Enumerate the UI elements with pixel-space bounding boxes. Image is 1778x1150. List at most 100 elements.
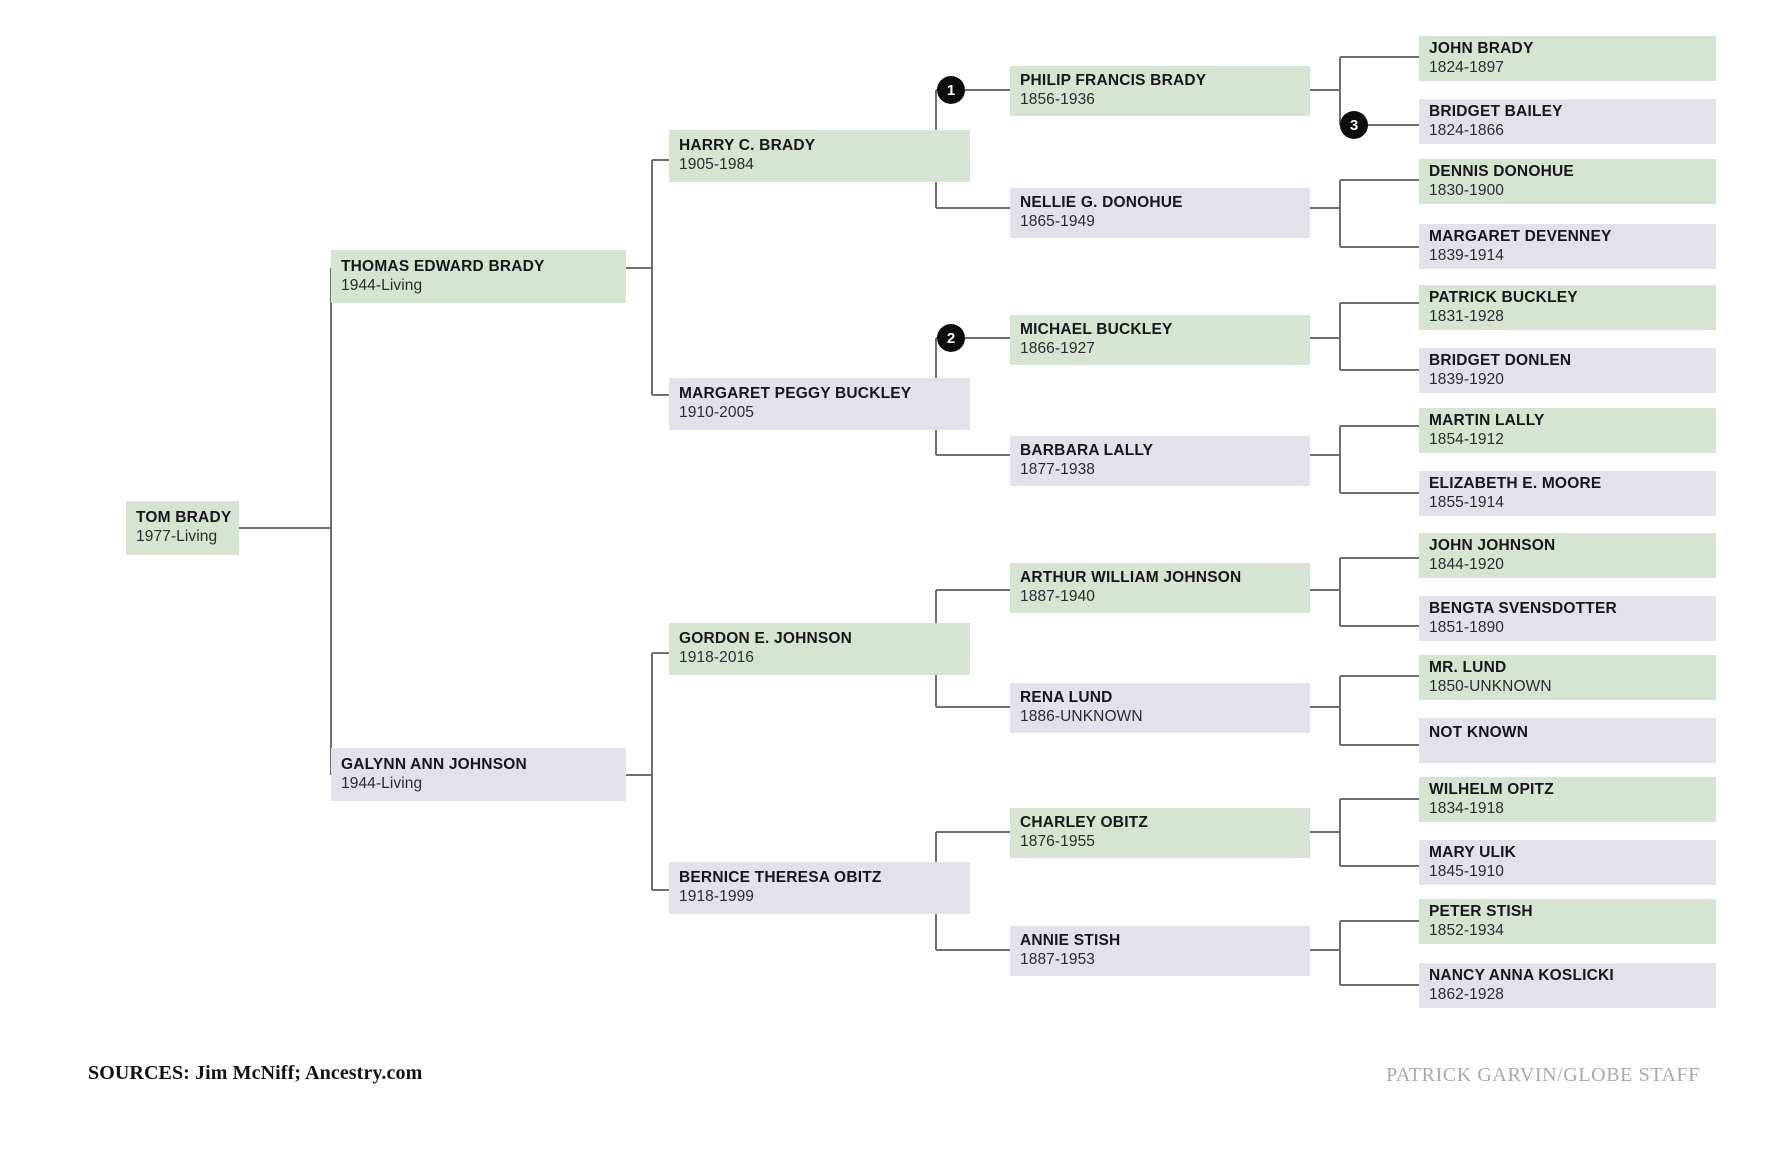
person-years: 1851-1890	[1429, 618, 1505, 636]
person-box-charley-obitz[interactable]: CHARLEY OBITZ 1876-1955	[1010, 808, 1310, 858]
footnote-badge-label: 2	[946, 329, 956, 347]
person-name: MICHAEL BUCKLEY	[1020, 321, 1173, 339]
person-name: NANCY ANNA KOSLICKI	[1429, 966, 1614, 984]
person-box-bernice-theresa-obitz[interactable]: BERNICE THERESA OBITZ 1918-1999	[669, 862, 970, 914]
person-years: 1831-1928	[1429, 307, 1505, 325]
person-years: 1856-1936	[1020, 91, 1096, 108]
person-box-bridget-bailey[interactable]: BRIDGET BAILEY 1824-1866	[1419, 99, 1716, 144]
person-name: BENGTA SVENSDOTTER	[1429, 599, 1617, 617]
person-years: 1845-1910	[1429, 862, 1505, 880]
person-years: 1855-1914	[1429, 493, 1505, 511]
person-box-nellie-g-donohue[interactable]: NELLIE G. DONOHUE 1865-1949	[1010, 188, 1310, 238]
person-box-mr-lund[interactable]: MR. LUND 1850-UNKNOWN	[1419, 655, 1716, 700]
person-years: 1824-1897	[1429, 58, 1505, 76]
person-years: 1877-1938	[1020, 461, 1096, 478]
person-name: BRIDGET DONLEN	[1429, 351, 1572, 369]
footnote-badge-label: 3	[1349, 116, 1359, 134]
person-years: 1839-1920	[1429, 370, 1505, 388]
person-name: JOHN BRADY	[1429, 39, 1534, 57]
person-years: 1886-UNKNOWN	[1020, 708, 1143, 725]
person-box-john-johnson[interactable]: JOHN JOHNSON 1844-1920	[1419, 533, 1716, 578]
person-box-martin-lally[interactable]: MARTIN LALLY 1854-1912	[1419, 408, 1716, 453]
person-name: RENA LUND	[1020, 689, 1113, 707]
person-years: 1824-1866	[1429, 121, 1505, 139]
person-years: 1944-Living	[341, 774, 423, 792]
person-years: 1866-1927	[1020, 340, 1096, 357]
person-name: JOHN JOHNSON	[1429, 536, 1556, 554]
person-name: WILHELM OPITZ	[1429, 780, 1554, 798]
person-box-wilhelm-opitz[interactable]: WILHELM OPITZ 1834-1918	[1419, 777, 1716, 822]
person-name: DENNIS DONOHUE	[1429, 162, 1574, 180]
footnote-badge-3[interactable]: 3	[1340, 111, 1368, 139]
person-box-harry-c-brady[interactable]: HARRY C. BRADY 1905-1984	[669, 130, 970, 182]
person-years: 1839-1914	[1429, 246, 1505, 264]
footnote-badge-1[interactable]: 1	[937, 76, 965, 104]
person-box-nancy-anna-koslicki[interactable]: NANCY ANNA KOSLICKI 1862-1928	[1419, 963, 1716, 1008]
person-box-mary-ulik[interactable]: MARY ULIK 1845-1910	[1419, 840, 1716, 885]
person-name: MARY ULIK	[1429, 843, 1517, 861]
footnote-badge-label: 1	[946, 81, 956, 99]
person-box-gordon-e-johnson[interactable]: GORDON E. JOHNSON 1918-2016	[669, 623, 970, 675]
person-name: ELIZABETH E. MOORE	[1429, 474, 1602, 492]
person-name: MARGARET PEGGY BUCKLEY	[679, 385, 912, 403]
person-name: THOMAS EDWARD BRADY	[341, 257, 545, 275]
person-name: NOT KNOWN	[1429, 724, 1529, 741]
person-box-philip-francis-brady[interactable]: PHILIP FRANCIS BRADY 1856-1936	[1010, 66, 1310, 116]
person-box-john-brady[interactable]: JOHN BRADY 1824-1897	[1419, 36, 1716, 81]
person-box-michael-buckley[interactable]: MICHAEL BUCKLEY 1866-1927	[1010, 315, 1310, 365]
person-name: HARRY C. BRADY	[679, 137, 816, 155]
person-box-elizabeth-e-moore[interactable]: ELIZABETH E. MOORE 1855-1914	[1419, 471, 1716, 516]
person-name: TOM BRADY	[136, 509, 232, 527]
person-name: BRIDGET BAILEY	[1429, 102, 1563, 120]
person-years: 1844-1920	[1429, 555, 1505, 573]
person-box-not-known[interactable]: NOT KNOWN	[1419, 718, 1716, 763]
person-years: 1944-Living	[341, 276, 423, 294]
person-years: 1887-1940	[1020, 588, 1096, 605]
person-name: GORDON E. JOHNSON	[679, 630, 853, 648]
person-box-tom-brady[interactable]: TOM BRADY 1977-Living	[126, 501, 239, 555]
person-years: 1850-UNKNOWN	[1429, 677, 1552, 695]
person-years: 1852-1934	[1429, 921, 1505, 939]
person-name: ANNIE STISH	[1020, 932, 1121, 950]
person-box-arthur-william-johnson[interactable]: ARTHUR WILLIAM JOHNSON 1887-1940	[1010, 563, 1310, 613]
person-years: 1854-1912	[1429, 430, 1505, 448]
person-box-barbara-lally[interactable]: BARBARA LALLY 1877-1938	[1010, 436, 1310, 486]
person-box-dennis-donohue[interactable]: DENNIS DONOHUE 1830-1900	[1419, 159, 1716, 204]
person-name: BARBARA LALLY	[1020, 442, 1154, 460]
person-box-rena-lund[interactable]: RENA LUND 1886-UNKNOWN	[1010, 683, 1310, 733]
person-name: MR. LUND	[1429, 658, 1507, 676]
person-years: 1887-1953	[1020, 951, 1096, 968]
sources-note: SOURCES: Jim McNiff; Ancestry.com	[88, 1062, 423, 1084]
person-years: 1918-2016	[679, 649, 755, 666]
person-years: 1876-1955	[1020, 833, 1096, 850]
person-name: MARTIN LALLY	[1429, 411, 1545, 429]
person-box-margaret-devenney[interactable]: MARGARET DEVENNEY 1839-1914	[1419, 224, 1716, 269]
person-box-bengta-svensdotter[interactable]: BENGTA SVENSDOTTER 1851-1890	[1419, 596, 1716, 641]
footnote-badge-2[interactable]: 2	[937, 324, 965, 352]
person-name: ARTHUR WILLIAM JOHNSON	[1020, 569, 1242, 587]
person-name: PETER STISH	[1429, 902, 1533, 920]
person-box-peter-stish[interactable]: PETER STISH 1852-1934	[1419, 899, 1716, 944]
person-years: 1830-1900	[1429, 181, 1505, 199]
person-name: PATRICK BUCKLEY	[1429, 288, 1578, 306]
person-years: 1862-1928	[1429, 985, 1505, 1003]
person-box-thomas-edward-brady[interactable]: THOMAS EDWARD BRADY 1944-Living	[331, 250, 626, 303]
person-years: 1834-1918	[1429, 799, 1505, 817]
person-box-patrick-buckley[interactable]: PATRICK BUCKLEY 1831-1928	[1419, 285, 1716, 330]
person-box-galynn-ann-johnson[interactable]: GALYNN ANN JOHNSON 1944-Living	[331, 748, 626, 801]
person-name: MARGARET DEVENNEY	[1429, 227, 1612, 245]
person-name: PHILIP FRANCIS BRADY	[1020, 72, 1207, 90]
person-years: 1910-2005	[679, 404, 755, 421]
person-years: 1905-1984	[679, 156, 755, 173]
person-years: 1865-1949	[1020, 213, 1096, 230]
credit-note: PATRICK GARVIN/GLOBE STAFF	[1386, 1064, 1700, 1086]
person-name: CHARLEY OBITZ	[1020, 814, 1149, 832]
person-years: 1918-1999	[679, 888, 755, 905]
person-box-bridget-donlen[interactable]: BRIDGET DONLEN 1839-1920	[1419, 348, 1716, 393]
person-box-margaret-peggy-buckley[interactable]: MARGARET PEGGY BUCKLEY 1910-2005	[669, 378, 970, 430]
person-box-annie-stish[interactable]: ANNIE STISH 1887-1953	[1010, 926, 1310, 976]
person-name: BERNICE THERESA OBITZ	[679, 869, 882, 887]
person-years: 1977-Living	[136, 528, 218, 545]
person-name: GALYNN ANN JOHNSON	[341, 755, 527, 773]
